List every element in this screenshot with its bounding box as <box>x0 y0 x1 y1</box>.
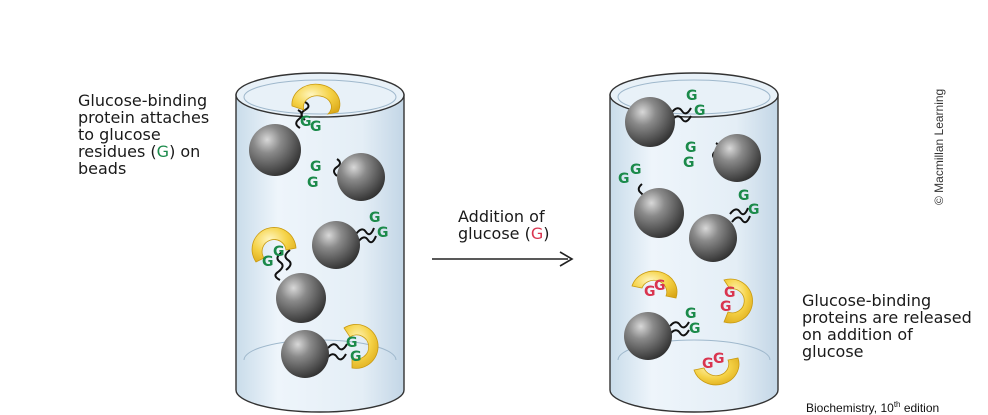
glucose-residue-green: G <box>685 306 697 322</box>
glucose-residue-green: G <box>694 103 706 119</box>
glucose-residue-red: G <box>702 356 714 372</box>
glucose-residue-green: G <box>683 155 695 171</box>
bead-with-glucose: G G <box>689 188 760 262</box>
glucose-residue-red: G <box>720 299 732 315</box>
glucose-residue-green: G <box>377 225 389 241</box>
arrow-caption: Addition of glucose (G) <box>458 207 550 243</box>
glucose-residue-green: G <box>686 88 698 104</box>
bead-with-glucose: G G <box>618 162 684 238</box>
glucose-residue-green: G <box>748 202 760 218</box>
glucose-residue-red: G <box>644 284 656 300</box>
glucose-residue-red: G <box>654 278 666 294</box>
glucose-symbol-red: G <box>530 224 544 243</box>
glucose-residue-green: G <box>346 335 358 351</box>
edition-credit: Biochemistry, 10th edition <box>806 400 940 415</box>
copyright-notice: © Macmillan Learning <box>932 88 946 205</box>
glucose-residue-green: G <box>685 140 697 156</box>
released-protein: G G <box>693 351 740 386</box>
bead-with-glucose: G G <box>625 88 706 147</box>
glucose-residue-red: G <box>713 351 725 367</box>
glucose-residue-green: G <box>262 254 274 270</box>
glucose-residue-red: G <box>724 285 736 301</box>
released-protein: G G <box>720 278 753 324</box>
bead-with-bound-protein: G G <box>281 324 379 378</box>
bead-with-glucose: G G <box>307 153 385 201</box>
glucose-residue-green: G <box>310 119 322 135</box>
glucose-residue-green: G <box>618 171 630 187</box>
glucose-residue-green: G <box>738 188 750 204</box>
glucose-residue-green: G <box>630 162 642 178</box>
bead-with-glucose: G G <box>312 210 389 269</box>
glucose-residue-green: G <box>689 321 701 337</box>
glucose-residue-green: G <box>310 159 322 175</box>
bead-with-glucose: G G <box>624 306 701 360</box>
reaction-arrow <box>432 251 574 267</box>
left-column-caption: Glucose-binding protein attaches to gluc… <box>78 91 210 178</box>
glucose-residue-green: G <box>300 114 312 130</box>
right-column-caption: Glucose-binding proteins are released on… <box>802 291 972 361</box>
glucose-residue-green: G <box>369 210 381 226</box>
bead-with-glucose: G G <box>683 134 761 182</box>
bead-with-bound-protein: G G <box>251 227 326 323</box>
glucose-symbol-green: G <box>156 142 170 161</box>
glucose-residue-green: G <box>307 175 319 191</box>
glucose-residue-green: G <box>273 244 285 260</box>
bead-with-bound-protein: G G <box>249 83 341 176</box>
glucose-residue-green: G <box>350 349 362 365</box>
released-protein: G G <box>631 270 678 300</box>
